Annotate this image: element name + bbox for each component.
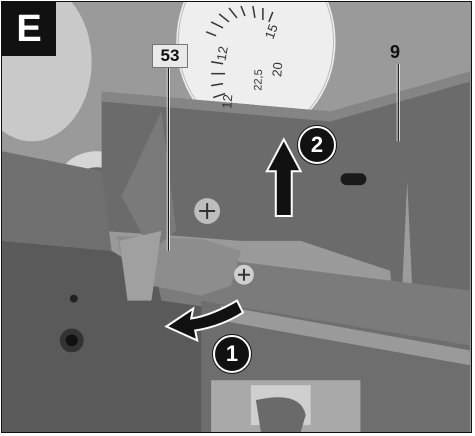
callout-part-53: 53 xyxy=(152,44,188,68)
saw-mechanism-illustration xyxy=(2,2,471,432)
step-2-badge: 2 xyxy=(298,126,336,164)
curved-arrow-left-icon xyxy=(164,299,245,343)
step-1-badge: 1 xyxy=(213,335,251,373)
arrow-up-icon xyxy=(265,137,303,217)
callout-part-9: 9 xyxy=(390,42,401,62)
scale-number: 12 xyxy=(213,45,231,62)
scale-number: 20 xyxy=(269,61,286,78)
figure-letter-badge: E xyxy=(2,2,56,56)
scale-number: 12 xyxy=(219,93,236,110)
scale-number: 22,5 xyxy=(252,69,266,91)
bevel-scale-ticks xyxy=(205,5,274,99)
